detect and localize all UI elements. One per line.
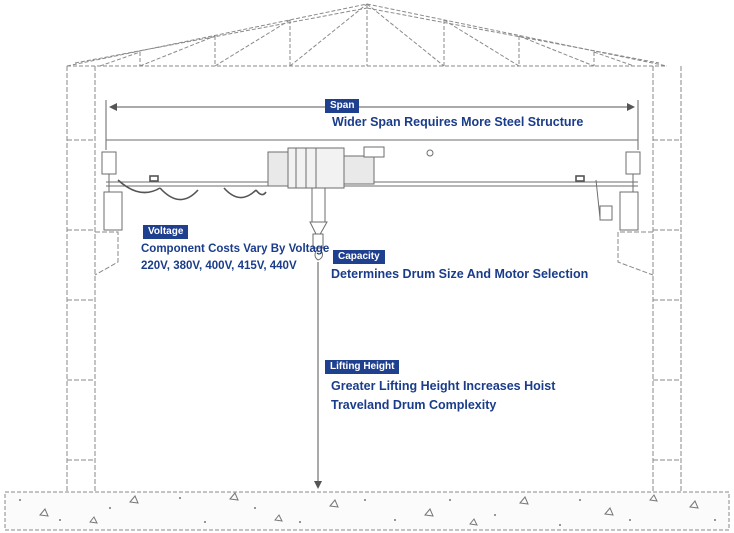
lifting-height-description-line1: Greater Lifting Height Increases Hoist: [331, 379, 556, 393]
span-tag: Span: [325, 99, 360, 113]
capacity-tag: Capacity: [333, 250, 385, 264]
voltage-options: 220V, 380V, 400V, 415V, 440V: [141, 260, 297, 272]
festoon-cable: [117, 175, 585, 201]
capacity-description: Determines Drum Size And Motor Selection: [331, 267, 589, 281]
hook-block: [309, 188, 328, 261]
left-end-carriage: [101, 151, 123, 231]
right-end-carriage: [595, 151, 641, 231]
lifting-height-description-line2: Traveland Drum Complexity: [331, 398, 497, 412]
voltage-description: Component Costs Vary By Voltage: [141, 243, 330, 255]
hoist-trolley: [267, 146, 385, 189]
span-description: Wider Span Requires More Steel Structure: [332, 115, 584, 129]
voltage-tag: Voltage: [143, 225, 189, 239]
right-column: [617, 66, 682, 492]
roof-truss: [66, 3, 668, 67]
span-dimension: [105, 100, 639, 150]
lifting-height-tag: Lifting Height: [325, 360, 400, 374]
ground-slab: [4, 491, 730, 531]
left-column: [66, 66, 119, 492]
